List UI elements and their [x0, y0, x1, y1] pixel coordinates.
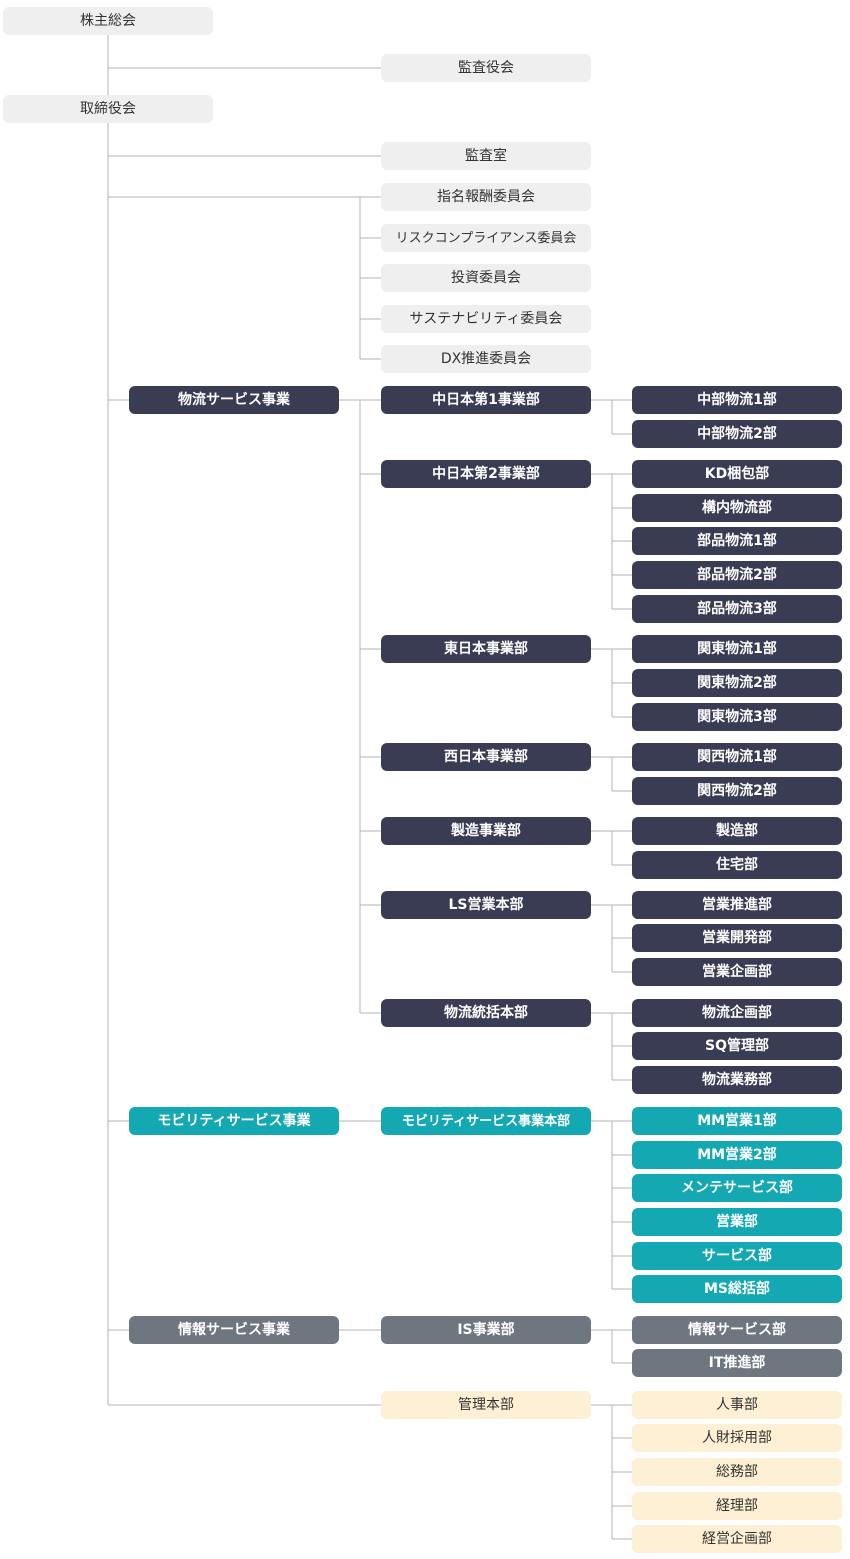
department-node: 営業部 — [632, 1208, 842, 1236]
division-node: LS営業本部 — [381, 891, 591, 919]
department-node: 部品物流3部 — [632, 595, 842, 623]
department-node: SQ管理部 — [632, 1032, 842, 1060]
division-node: 中日本第2事業部 — [381, 460, 591, 488]
committee-node: リスクコンプライアンス委員会 — [381, 224, 591, 252]
board-of-directors-node: 取締役会 — [3, 95, 213, 123]
department-node: MS総括部 — [632, 1275, 842, 1303]
division-node: 製造事業部 — [381, 817, 591, 845]
business-node: 物流サービス事業 — [129, 386, 339, 414]
department-node: 人事部 — [632, 1391, 842, 1419]
department-node: 関東物流1部 — [632, 635, 842, 663]
department-node: 構内物流部 — [632, 494, 842, 522]
committee-node: サステナビリティ委員会 — [381, 305, 591, 333]
division-node: 西日本事業部 — [381, 743, 591, 771]
committee-node: 指名報酬委員会 — [381, 183, 591, 211]
division-node: 東日本事業部 — [381, 635, 591, 663]
department-node: 住宅部 — [632, 851, 842, 879]
department-node: 営業企画部 — [632, 958, 842, 986]
committee-node: DX推進委員会 — [381, 345, 591, 373]
department-node: 関東物流2部 — [632, 669, 842, 697]
department-node: 製造部 — [632, 817, 842, 845]
department-node: KD梱包部 — [632, 460, 842, 488]
department-node: 中部物流2部 — [632, 420, 842, 448]
department-node: 人財採用部 — [632, 1424, 842, 1452]
department-node: 経理部 — [632, 1492, 842, 1520]
department-node: 物流業務部 — [632, 1066, 842, 1094]
business-node: モビリティサービス事業 — [129, 1107, 339, 1135]
department-node: 部品物流1部 — [632, 527, 842, 555]
department-node: 経営企画部 — [632, 1525, 842, 1553]
audit-board-node: 監査役会 — [381, 54, 591, 82]
department-node: 営業開発部 — [632, 924, 842, 952]
department-node: 関西物流2部 — [632, 777, 842, 805]
business-node: 情報サービス事業 — [129, 1316, 339, 1344]
department-node: MM営業2部 — [632, 1141, 842, 1169]
department-node: 物流企画部 — [632, 999, 842, 1027]
department-node: 中部物流1部 — [632, 386, 842, 414]
department-node: IT推進部 — [632, 1349, 842, 1377]
division-node: 管理本部 — [381, 1391, 591, 1419]
shareholders-meeting-node: 株主総会 — [3, 7, 213, 35]
department-node: 営業推進部 — [632, 891, 842, 919]
division-node: 中日本第1事業部 — [381, 386, 591, 414]
department-node: メンテサービス部 — [632, 1174, 842, 1202]
audit-office-node: 監査室 — [381, 142, 591, 170]
department-node: 総務部 — [632, 1458, 842, 1486]
department-node: 部品物流2部 — [632, 561, 842, 589]
department-node: MM営業1部 — [632, 1107, 842, 1135]
department-node: 情報サービス部 — [632, 1316, 842, 1344]
division-node: IS事業部 — [381, 1316, 591, 1344]
division-node: モビリティサービス事業本部 — [381, 1107, 591, 1135]
department-node: 関東物流3部 — [632, 703, 842, 731]
division-node: 物流統括本部 — [381, 999, 591, 1027]
committee-node: 投資委員会 — [381, 264, 591, 292]
department-node: サービス部 — [632, 1242, 842, 1270]
department-node: 関西物流1部 — [632, 743, 842, 771]
